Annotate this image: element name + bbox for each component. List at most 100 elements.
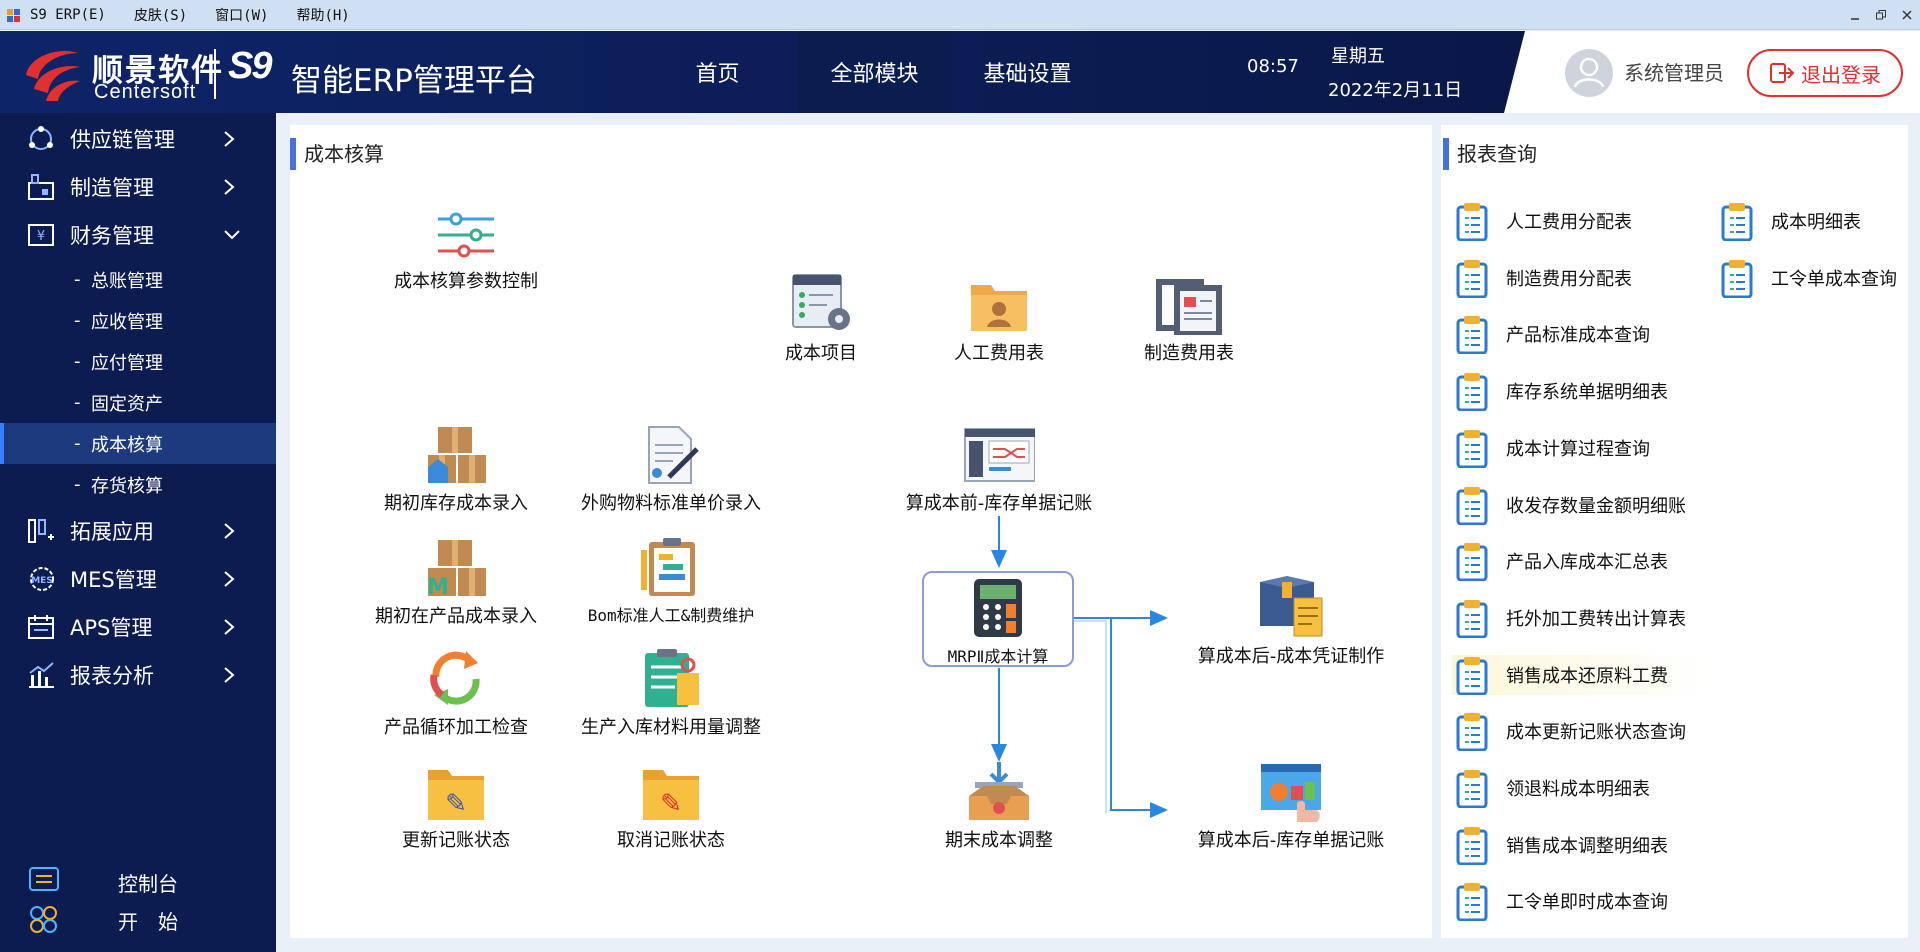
user-avatar-icon[interactable] <box>1565 49 1613 97</box>
report-label: 库存系统单据明细表 <box>1506 382 1668 404</box>
tab-all-modules[interactable]: 全部模块 <box>797 31 952 113</box>
report-clipboard-icon <box>1456 656 1488 695</box>
report-clipboard-icon <box>1456 486 1488 525</box>
sidebar-item-mes[interactable]: MES MES管理 <box>0 555 276 603</box>
mes-icon: MES <box>26 565 56 593</box>
sidebar-sub-general-ledger[interactable]: -总账管理 <box>0 259 276 300</box>
func-labor-cost[interactable]: 人工费用表 <box>874 271 1124 365</box>
func-period-end-adjust[interactable]: 期末成本调整 <box>849 758 1149 852</box>
func-cancel-post-status[interactable]: ✎ 取消记账状态 <box>521 758 821 852</box>
func-cost-param-control[interactable]: 成本核算参数控制 <box>306 199 626 293</box>
report-item[interactable]: 工令单成本查询 <box>1721 258 1897 298</box>
report-item[interactable]: 成本计算过程查询 <box>1456 428 1650 468</box>
func-init-stock-cost[interactable]: 期初库存成本录入 <box>306 421 606 515</box>
report-item[interactable]: 销售成本还原料工费 <box>1452 654 1712 695</box>
func-init-wip-cost[interactable]: M 期初在产品成本录入 <box>306 534 606 628</box>
document-icon <box>1153 271 1225 335</box>
sidebar-sub-cost-accounting[interactable]: -成本核算 <box>0 423 276 464</box>
func-cost-item[interactable]: 成本项目 <box>696 271 946 365</box>
document-pen-icon <box>635 421 707 485</box>
report-item[interactable]: 领退料成本明细表 <box>1456 768 1650 808</box>
func-label: 人工费用表 <box>954 343 1044 364</box>
sidebar-item-finance[interactable]: ¥ 财务管理 <box>0 211 276 259</box>
report-item[interactable]: 成本更新记账状态查询 <box>1456 711 1686 752</box>
report-clipboard-icon <box>1456 826 1488 865</box>
report-item[interactable]: 产品标准成本查询 <box>1456 314 1650 355</box>
report-clipboard-icon <box>1456 316 1488 355</box>
settings-list-icon <box>785 271 857 335</box>
chevron-down-icon <box>222 225 242 245</box>
sidebar-item-manufacturing[interactable]: 制造管理 <box>0 163 276 211</box>
func-post-cost-voucher[interactable]: 算成本后-成本凭证制作 <box>1141 574 1441 668</box>
func-label: Bom标准人工&制费维护 <box>587 606 755 625</box>
func-label: 期初在产品成本录入 <box>375 606 537 627</box>
tab-basic-settings[interactable]: 基础设置 <box>983 62 1072 87</box>
report-clipboard-icon <box>1721 259 1753 298</box>
func-mrp-cost-calc[interactable]: MRPⅡ成本计算 <box>848 575 1148 667</box>
menu-bar: S9 ERP(E) 皮肤(S) 窗口(W) 帮助(H) <box>0 0 1920 30</box>
header: 顺景软件 Centersoft S9 智能ERP管理平台 首页 全部模块 基础设… <box>0 31 1920 113</box>
report-item[interactable]: 托外加工费转出计算表 <box>1456 598 1686 638</box>
start-label: 开 始 <box>118 910 178 934</box>
start-button[interactable]: 开 始 <box>0 902 276 936</box>
console-icon <box>28 866 60 894</box>
logout-button[interactable]: 退出登录 <box>1747 49 1903 97</box>
func-cycle-process-check[interactable]: 产品循环加工检查 <box>306 645 606 739</box>
chevron-right-icon <box>222 665 236 685</box>
report-item[interactable]: 人工费用分配表 <box>1456 201 1632 241</box>
chevron-right-icon <box>222 521 236 541</box>
sidebar-sub-fixed-assets[interactable]: -固定资产 <box>0 382 276 423</box>
user-name[interactable]: 系统管理员 <box>1624 61 1724 85</box>
sidebar: 供应链管理 制造管理 ¥ 财务管理 -总账管理 -应收管理 -应付管理 -固定资… <box>0 113 276 952</box>
sidebar-item-supply-chain[interactable]: 供应链管理 <box>0 115 276 163</box>
report-item[interactable]: 库存系统单据明细表 <box>1456 371 1668 412</box>
tab-home[interactable]: 首页 <box>695 62 740 87</box>
func-label: 生产入库材料用量调整 <box>581 717 761 738</box>
report-label: 制造费用分配表 <box>1506 268 1632 290</box>
folder-cancel-icon: ✎ <box>635 758 707 822</box>
menu-help[interactable]: 帮助(H) <box>296 7 350 24</box>
sidebar-sub-payable[interactable]: -应付管理 <box>0 341 276 382</box>
func-label: MRPⅡ成本计算 <box>947 647 1049 666</box>
sidebar-label-finance: 财务管理 <box>70 224 154 248</box>
report-item[interactable]: 销售成本调整明细表 <box>1456 825 1668 865</box>
report-label: 产品入库成本汇总表 <box>1506 552 1668 574</box>
sub-label: 成本核算 <box>91 434 163 456</box>
func-mfg-cost[interactable]: 制造费用表 <box>1064 271 1314 365</box>
chevron-right-icon <box>222 177 236 197</box>
func-purchase-std-price[interactable]: 外购物料标准单价录入 <box>521 421 821 515</box>
report-clipboard-icon <box>1456 543 1488 582</box>
sidebar-item-aps[interactable]: APS管理 <box>0 603 276 651</box>
func-label: 制造费用表 <box>1144 343 1234 364</box>
func-pre-cost-stock-post[interactable]: 算成本前-库存单据记账 <box>849 421 1149 515</box>
minimize-icon[interactable] <box>1842 0 1868 30</box>
clipboard-chart-icon <box>635 534 707 598</box>
sidebar-sub-receivable[interactable]: -应收管理 <box>0 300 276 341</box>
header-background <box>0 31 1920 113</box>
sidebar-item-report-analysis[interactable]: 报表分析 <box>0 651 276 699</box>
report-item[interactable]: 工令单即时成本查询 <box>1456 881 1668 922</box>
func-update-post-status[interactable]: ✎ 更新记账状态 <box>306 758 606 852</box>
svg-text:✎: ✎ <box>660 789 682 819</box>
close-icon[interactable] <box>1894 0 1920 30</box>
report-item[interactable]: 产品入库成本汇总表 <box>1456 541 1668 582</box>
menu-skin[interactable]: 皮肤(S) <box>133 7 188 24</box>
report-item[interactable]: 成本明细表 <box>1721 201 1861 241</box>
sidebar-sub-inventory-accounting[interactable]: -存货核算 <box>0 464 276 505</box>
restore-icon[interactable] <box>1868 0 1894 30</box>
console-label: 控制台 <box>118 872 178 896</box>
func-bom-labor-overhead[interactable]: Bom标准人工&制费维护 <box>521 534 821 626</box>
menu-window[interactable]: 窗口(W) <box>215 7 269 24</box>
report-item[interactable]: 收发存数量金额明细账 <box>1456 485 1686 525</box>
func-post-cost-stock-post[interactable]: 算成本后-库存单据记账 <box>1141 758 1441 852</box>
brand-name-cn: 顺景软件 <box>92 53 224 89</box>
func-label: 算成本后-成本凭证制作 <box>1197 646 1385 667</box>
console-button[interactable]: 控制台 <box>0 864 276 898</box>
sidebar-label-extension: 拓展应用 <box>70 520 154 544</box>
report-item[interactable]: 制造费用分配表 <box>1456 258 1632 298</box>
sidebar-item-extension[interactable]: 拓展应用 <box>0 507 276 555</box>
platform-title: 智能ERP管理平台 <box>291 63 537 99</box>
menu-erp[interactable]: S9 ERP(E) <box>30 6 106 23</box>
calendar-icon <box>26 613 56 641</box>
func-material-usage-adjust[interactable]: 生产入库材料用量调整 <box>521 645 821 739</box>
